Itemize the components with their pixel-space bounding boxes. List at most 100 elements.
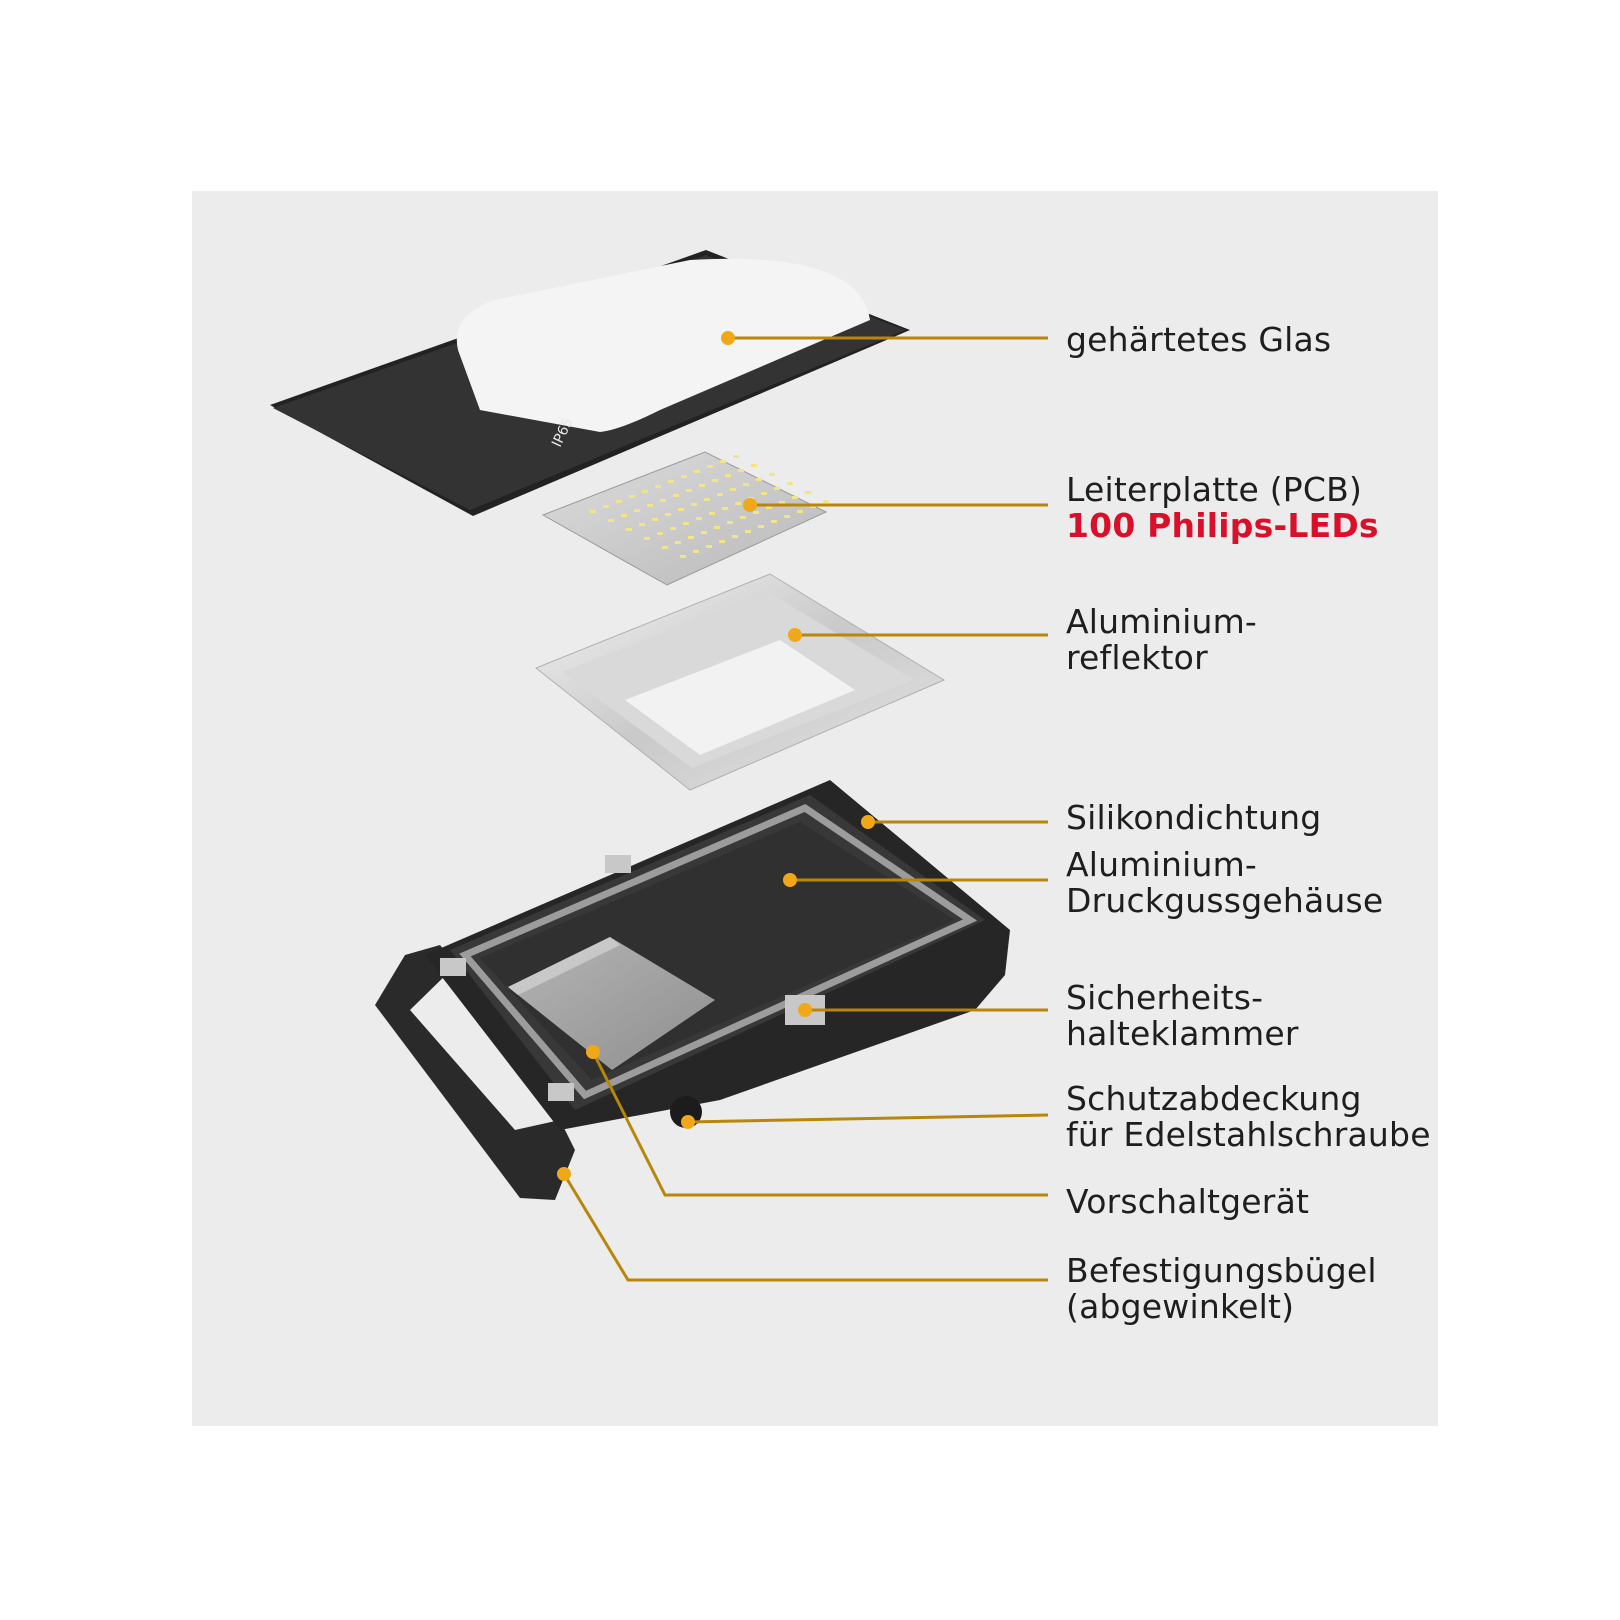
- led: [743, 483, 749, 486]
- led: [704, 498, 710, 501]
- label-bracket-line: (abgewinkelt): [1066, 1287, 1295, 1326]
- leader-dot-reflector: [788, 628, 802, 642]
- led: [706, 545, 712, 548]
- led: [642, 490, 648, 493]
- led: [769, 473, 775, 476]
- led: [621, 514, 627, 517]
- led: [732, 535, 738, 538]
- led: [805, 491, 811, 494]
- label-housing: Aluminium-Druckgussgehäuse: [1066, 847, 1383, 919]
- led: [696, 517, 702, 520]
- label-clip-line: Sicherheits-: [1066, 978, 1264, 1017]
- led: [707, 465, 713, 468]
- leader-line-bracket: [562, 1173, 1048, 1282]
- led: [665, 513, 671, 516]
- led: [751, 464, 757, 467]
- label-clip-line: halteklammer: [1066, 1014, 1299, 1053]
- leader-dot-pcb: [743, 498, 757, 512]
- label-glass-line: gehärtetes Glas: [1066, 320, 1332, 359]
- label-reflector-line: reflektor: [1066, 638, 1208, 677]
- leader-dot-housing: [783, 873, 797, 887]
- label-reflector: Aluminium-reflektor: [1066, 604, 1257, 676]
- led: [683, 522, 689, 525]
- led: [823, 500, 829, 503]
- led: [657, 532, 663, 535]
- led: [647, 504, 653, 507]
- led: [797, 510, 803, 513]
- led: [699, 484, 705, 487]
- led: [740, 516, 746, 519]
- led: [688, 536, 694, 539]
- led: [678, 508, 684, 511]
- led: [774, 487, 780, 490]
- led: [603, 505, 609, 508]
- leader-dot-driver: [586, 1045, 600, 1059]
- label-driver-line: Vorschaltgerät: [1066, 1182, 1310, 1221]
- led: [644, 537, 650, 540]
- led: [753, 511, 759, 514]
- leader-dot-glass: [721, 331, 735, 345]
- led: [756, 478, 762, 481]
- led: [680, 555, 686, 558]
- label-housing-line: Aluminium-: [1066, 845, 1258, 884]
- leader-line-screw-cover: [687, 1113, 1049, 1124]
- led: [730, 488, 736, 491]
- led: [719, 540, 725, 543]
- led: [733, 455, 739, 458]
- led: [725, 474, 731, 477]
- led: [771, 520, 777, 523]
- led: [787, 482, 793, 485]
- leader-dot-bracket: [557, 1167, 571, 1181]
- label-housing-line: Druckgussgehäuse: [1066, 881, 1384, 920]
- die-cast-housing: [425, 780, 1010, 1130]
- led: [745, 530, 751, 533]
- leader-dot-screw-cover: [681, 1115, 695, 1129]
- label-reflector-line: Aluminium-: [1066, 602, 1258, 641]
- led: [709, 512, 715, 515]
- silicone-gasket: [459, 804, 978, 1100]
- led: [784, 515, 790, 518]
- led: [662, 546, 668, 549]
- led: [720, 460, 726, 463]
- label-screw-cover-line: für Edelstahlschraube: [1066, 1115, 1431, 1154]
- led: [655, 485, 661, 488]
- label-bracket: Befestigungsbügel(abgewinkelt): [1066, 1253, 1377, 1325]
- label-pcb-line: Leiterplatte (PCB): [1066, 470, 1363, 509]
- led-pcb: [541, 451, 829, 586]
- leader-line-driver: [591, 1051, 1048, 1197]
- mounting-bracket: [375, 945, 575, 1200]
- led: [675, 541, 681, 544]
- led: [670, 527, 676, 530]
- leader-dot-gasket: [861, 815, 875, 829]
- label-bracket-line: Befestigungsbügel: [1066, 1251, 1377, 1290]
- led: [701, 531, 707, 534]
- led: [714, 526, 720, 529]
- led: [792, 496, 798, 499]
- led: [629, 495, 635, 498]
- led: [590, 510, 596, 513]
- led: [681, 475, 687, 478]
- label-pcb: Leiterplatte (PCB)100 Philips-LEDs: [1066, 472, 1379, 544]
- led: [639, 523, 645, 526]
- label-driver: Vorschaltgerät: [1066, 1184, 1309, 1220]
- led: [668, 480, 674, 483]
- led: [616, 500, 622, 503]
- led: [652, 518, 658, 521]
- leader-lines: [557, 331, 1049, 1282]
- led: [722, 507, 728, 510]
- label-screw-cover-line: Schutzabdeckung: [1066, 1079, 1362, 1118]
- label-pcb-highlight: 100 Philips-LEDs: [1066, 506, 1379, 545]
- led: [758, 525, 764, 528]
- label-clip: Sicherheits-halteklammer: [1066, 980, 1299, 1052]
- led: [735, 502, 741, 505]
- aluminium-reflector: [535, 573, 946, 791]
- label-glass: gehärtetes Glas: [1066, 322, 1331, 358]
- led: [693, 550, 699, 553]
- led: [717, 493, 723, 496]
- led: [712, 479, 718, 482]
- led: [608, 519, 614, 522]
- led: [694, 470, 700, 473]
- led: [761, 492, 767, 495]
- led: [626, 528, 632, 531]
